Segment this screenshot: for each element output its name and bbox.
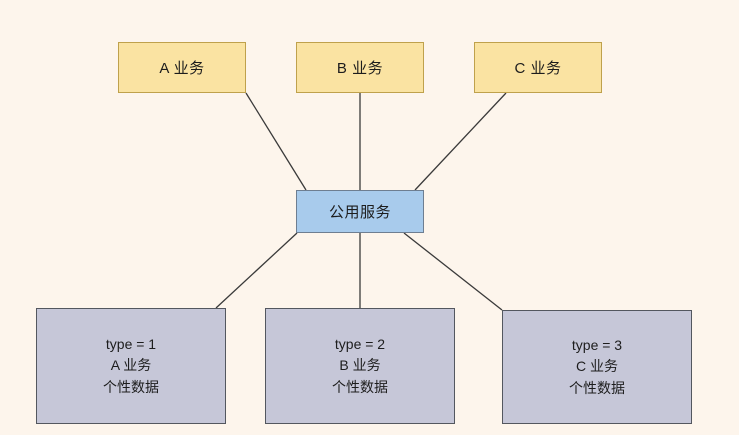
node-type-1-line-1: type = 1 xyxy=(105,336,157,353)
node-type-1-line-2: A 业务 xyxy=(110,357,152,374)
node-type-2-line-3: 个性数据 xyxy=(332,378,388,395)
edge-c-to-common xyxy=(414,92,507,191)
node-common-service[interactable]: 公用服务 xyxy=(296,190,424,233)
node-common-service-label: 公用服务 xyxy=(328,204,391,221)
node-type-2-line-1: type = 2 xyxy=(334,336,386,353)
node-business-a-label: A 业务 xyxy=(159,60,205,77)
node-type-2-line-2: B 业务 xyxy=(339,357,381,374)
edge-common-to-type1 xyxy=(215,232,298,309)
node-business-c[interactable]: C 业务 xyxy=(474,42,602,93)
node-business-b-label: B 业务 xyxy=(336,60,384,77)
edge-common-to-type3 xyxy=(403,232,503,311)
node-type-3-line-1: type = 3 xyxy=(571,337,623,354)
node-type-3[interactable]: type = 3 C 业务 个性数据 xyxy=(502,310,692,424)
node-business-b[interactable]: B 业务 xyxy=(296,42,424,93)
node-business-a[interactable]: A 业务 xyxy=(118,42,246,93)
node-type-2[interactable]: type = 2 B 业务 个性数据 xyxy=(265,308,455,424)
node-type-3-line-3: 个性数据 xyxy=(569,379,625,396)
node-type-1[interactable]: type = 1 A 业务 个性数据 xyxy=(36,308,226,424)
node-business-c-label: C 业务 xyxy=(514,60,562,77)
edge-a-to-common xyxy=(245,92,307,191)
node-type-1-line-3: 个性数据 xyxy=(103,378,159,395)
node-type-3-line-2: C 业务 xyxy=(576,358,618,375)
